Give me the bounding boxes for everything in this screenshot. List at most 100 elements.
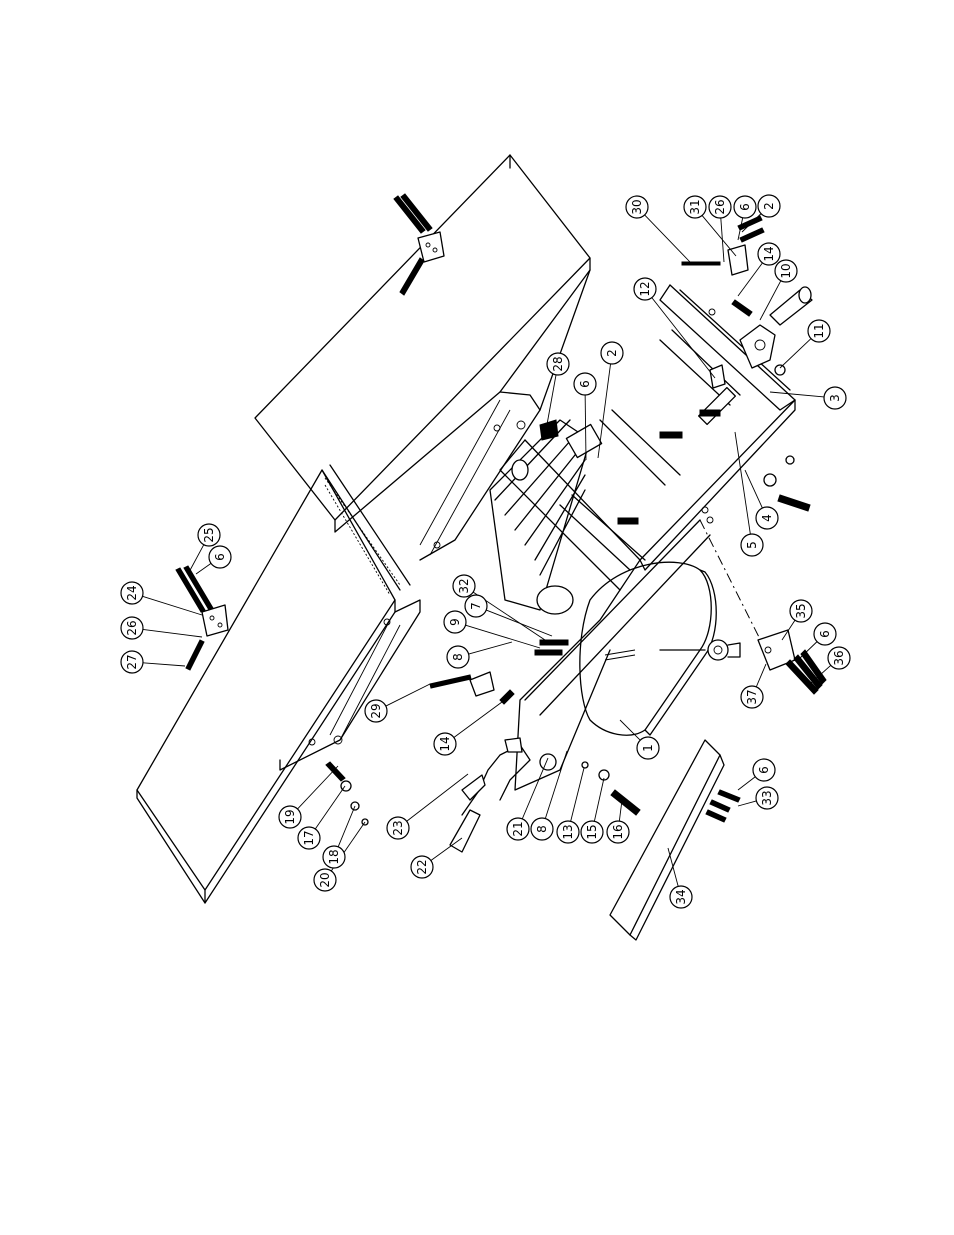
leader-line-25 <box>187 544 205 575</box>
callout-1: 1 <box>636 736 660 760</box>
leader-line-13 <box>570 767 585 822</box>
leader-line-6 <box>737 776 756 791</box>
pulley-cover <box>579 561 741 736</box>
callout-label: 8 <box>535 825 549 833</box>
callout-bubble <box>740 533 764 557</box>
callout-6: 6 <box>813 622 837 646</box>
leader-line-5 <box>734 431 751 535</box>
callout-35: 35 <box>789 599 813 623</box>
callout-bubble <box>410 855 434 879</box>
callout-label: 28 <box>551 356 565 371</box>
callout-2: 2 <box>757 194 781 218</box>
leader-line-1 <box>619 719 641 741</box>
callout-bubble <box>757 194 781 218</box>
callout-34: 34 <box>669 885 693 909</box>
callout-label: 31 <box>688 199 702 214</box>
callout-6: 6 <box>573 372 597 396</box>
callout-bubble <box>386 816 410 840</box>
callout-bubble <box>708 195 732 219</box>
callout-bubble <box>452 574 476 598</box>
tilt-handle <box>449 737 531 853</box>
leader-line-14 <box>737 262 763 297</box>
callout-25: 25 <box>197 523 221 547</box>
callout-bubble <box>120 650 144 674</box>
leader-line-3 <box>769 391 825 398</box>
callout-bubble <box>807 319 831 343</box>
callout-label: 20 <box>318 872 332 887</box>
callout-27: 27 <box>120 650 144 674</box>
callout-18: 18 <box>322 845 346 869</box>
callout-label: 36 <box>832 650 846 665</box>
callout-bubble <box>556 820 580 844</box>
callout-bubble <box>530 817 554 841</box>
callout-15: 15 <box>580 820 604 844</box>
callout-bubble <box>740 685 764 709</box>
leader-line-22 <box>430 837 463 861</box>
callout-label: 26 <box>713 199 727 214</box>
callout-label: 3 <box>828 394 842 402</box>
callout-label: 27 <box>125 654 139 669</box>
callout-label: 17 <box>302 830 316 845</box>
leader-line-17 <box>314 785 346 830</box>
callout-bubble <box>683 195 707 219</box>
callout-bubble <box>633 277 657 301</box>
callout-24: 24 <box>120 581 144 605</box>
callout-label: 18 <box>327 849 341 864</box>
callout-37: 37 <box>740 685 764 709</box>
fence-bar-34 <box>609 739 741 941</box>
leader-line-4 <box>744 469 763 509</box>
leader-line-8 <box>544 750 568 819</box>
callout-26: 26 <box>120 616 144 640</box>
leader-line-27 <box>142 662 186 667</box>
leader-line-30 <box>644 214 691 263</box>
callout-label: 26 <box>125 620 139 635</box>
callout-bubble <box>297 826 321 850</box>
callout-5: 5 <box>740 533 764 557</box>
callout-31: 31 <box>683 195 707 219</box>
callout-label: 4 <box>760 514 774 522</box>
callout-8: 8 <box>530 817 554 841</box>
leader-line-36 <box>809 665 832 685</box>
callout-bubble <box>580 820 604 844</box>
callout-26: 26 <box>708 195 732 219</box>
leader-line-33 <box>737 800 757 807</box>
callout-3: 3 <box>823 386 847 410</box>
callout-4: 4 <box>755 506 779 530</box>
callout-label: 21 <box>511 821 525 836</box>
callout-bubble <box>733 195 757 219</box>
callout-bubble <box>636 736 660 760</box>
callout-label: 32 <box>457 578 471 593</box>
callout-bubble <box>774 259 798 283</box>
callout-16: 16 <box>606 820 630 844</box>
leader-line-18 <box>337 805 356 847</box>
leader-line-35 <box>781 619 796 641</box>
callout-label: 23 <box>391 820 405 835</box>
callout-label: 2 <box>762 202 776 210</box>
callout-label: 19 <box>283 809 297 824</box>
callout-label: 24 <box>125 585 139 600</box>
top-bracket <box>681 215 765 317</box>
callout-bubble <box>197 523 221 547</box>
callout-bubble <box>546 352 570 376</box>
callout-bubble <box>813 622 837 646</box>
leader-line-31 <box>701 215 737 257</box>
callout-30: 30 <box>625 195 649 219</box>
callout-label: 8 <box>451 653 465 661</box>
callout-19: 19 <box>278 805 302 829</box>
callout-bubble <box>755 506 779 530</box>
callout-label: 29 <box>369 703 383 718</box>
callout-bubble <box>823 386 847 410</box>
callout-9: 9 <box>443 610 467 634</box>
callout-28: 28 <box>546 352 570 376</box>
callout-29: 29 <box>364 699 388 723</box>
left-bracket-24 <box>175 565 229 671</box>
leader-line-19 <box>297 765 339 810</box>
callout-label: 34 <box>674 889 688 904</box>
callout-label: 22 <box>415 859 429 874</box>
callout-bubble <box>669 885 693 909</box>
callout-label: 6 <box>757 766 771 774</box>
callout-17: 17 <box>297 826 321 850</box>
callout-label: 35 <box>794 603 808 618</box>
callout-bubble <box>606 820 630 844</box>
